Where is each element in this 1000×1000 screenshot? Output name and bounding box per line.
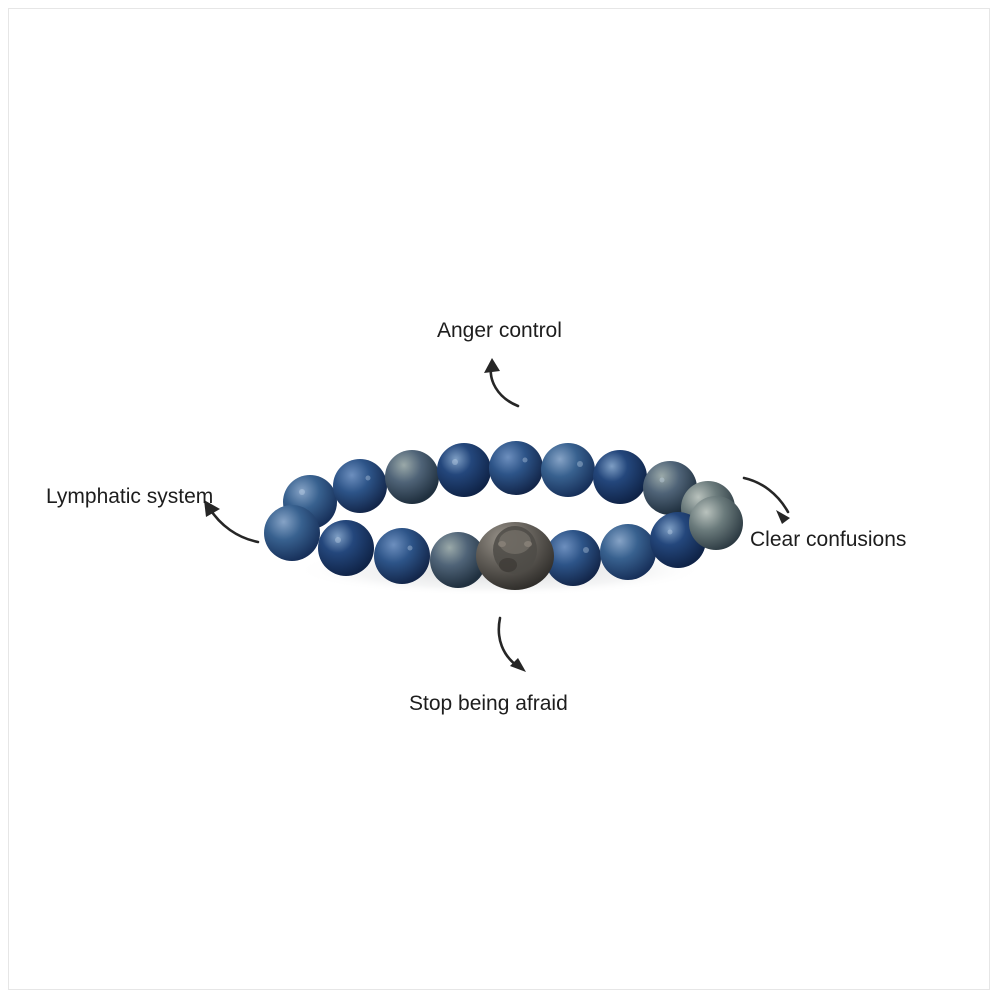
annotation-label-lymphatic-system: Lymphatic system: [46, 485, 214, 508]
bracelet-bead-row-front: [264, 496, 743, 588]
annotation-label-stop-being-afraid: Stop being afraid: [409, 692, 568, 715]
annotation-label-anger-control: Anger control: [437, 319, 562, 342]
buddha-head-charm: [476, 522, 554, 590]
annotation-label-clear-confusions: Clear confusions: [750, 528, 907, 551]
arrow-to-top-label: [484, 358, 520, 408]
bead-speckles: [299, 457, 673, 553]
product-image-bracelet: [250, 420, 750, 610]
bracelet-illustration: [264, 441, 743, 596]
arrow-to-bottom-label: [497, 616, 526, 672]
